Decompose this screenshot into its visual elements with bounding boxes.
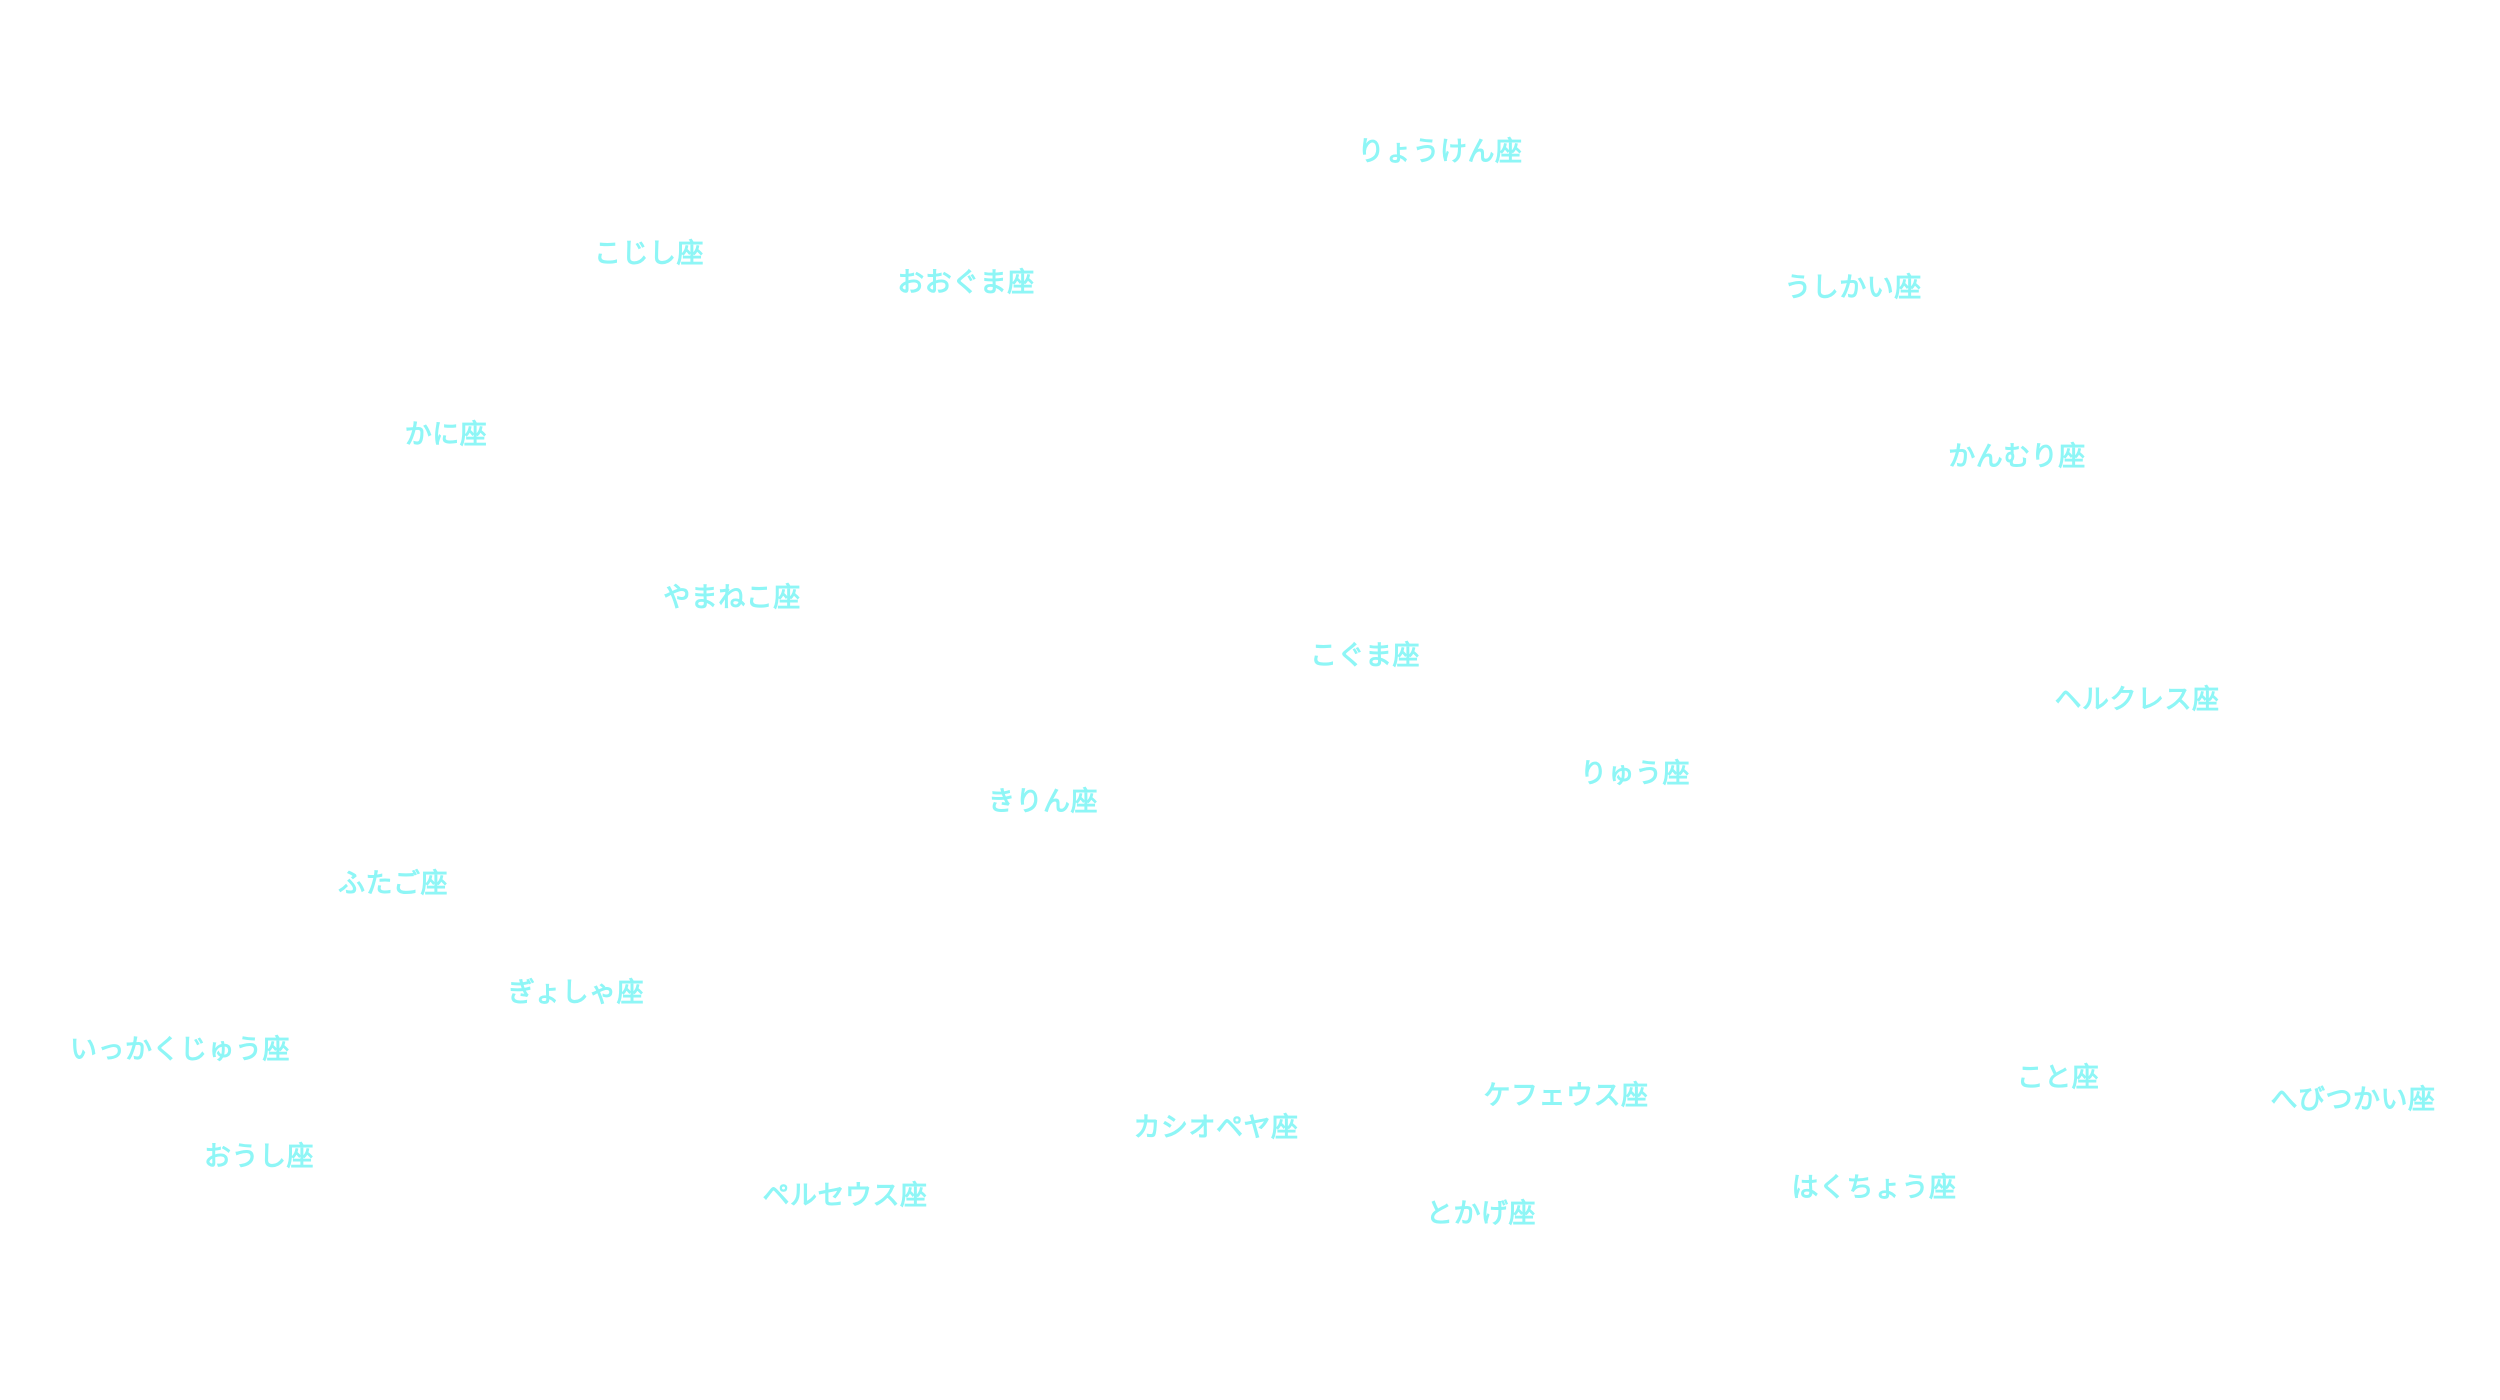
label-hercules: ヘルクレス座 bbox=[2054, 684, 2220, 716]
label-auriga: ぎょしゃ座 bbox=[507, 977, 645, 1009]
label-cygnus: はくちょう座 bbox=[1791, 1172, 1957, 1204]
label-cancer: かに座 bbox=[404, 419, 488, 451]
label-canes-venatici: りょうけん座 bbox=[1357, 136, 1523, 168]
label-corona-borealis: かんむり座 bbox=[1948, 441, 2086, 473]
label-draco: りゅう座 bbox=[1580, 758, 1690, 790]
label-leo-minor: こじし座 bbox=[594, 238, 704, 270]
label-perseus: ペルセウス座 bbox=[762, 1180, 928, 1212]
label-cepheus: ケフェウス座 bbox=[1483, 1080, 1649, 1112]
label-taurus: おうし座 bbox=[204, 1141, 314, 1173]
label-ursa-major: おおぐま座 bbox=[897, 267, 1035, 299]
label-ophiuchus: へびつかい座 bbox=[2270, 1084, 2436, 1116]
label-cassiopeia: カシオペヤ座 bbox=[1133, 1112, 1299, 1144]
label-gemini: ふたご座 bbox=[338, 868, 448, 900]
label-monoceros: いっかくじゅう座 bbox=[70, 1034, 290, 1066]
label-lynx: やまねこ座 bbox=[663, 582, 801, 614]
label-bootes: うしかい座 bbox=[1784, 272, 1922, 304]
label-camelopardalis: きりん座 bbox=[988, 786, 1098, 818]
label-ursa-minor: こぐま座 bbox=[1310, 640, 1420, 672]
label-lyra: こと座 bbox=[2016, 1062, 2100, 1094]
label-lacerta: とかげ座 bbox=[1426, 1198, 1536, 1230]
